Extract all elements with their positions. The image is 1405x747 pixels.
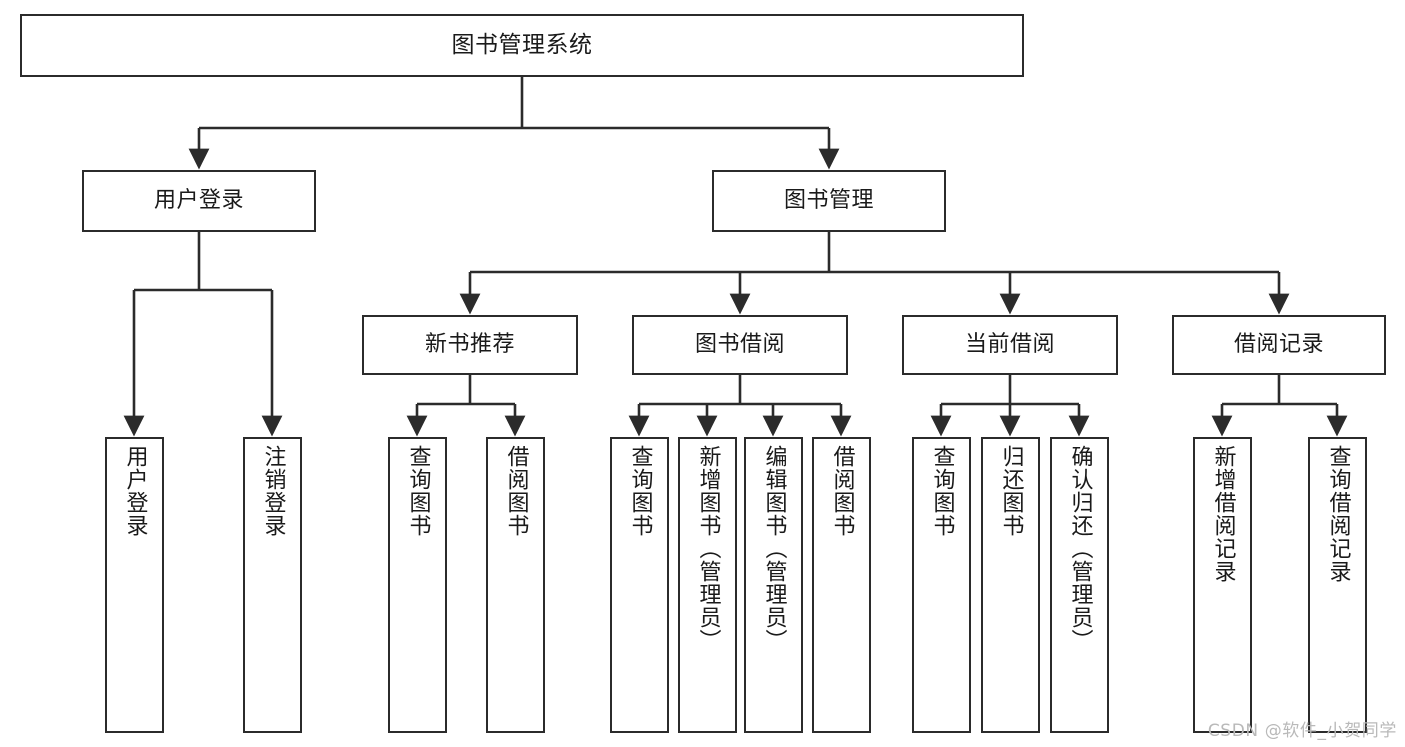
node-root[interactable]: 图书管理系统	[20, 14, 1024, 77]
node-leaf-borrow-book-1[interactable]: 借阅图书	[486, 437, 545, 733]
node-leaf-borrow-book-2-label: 借阅图书	[829, 445, 855, 537]
node-book-manage[interactable]: 图书管理	[712, 170, 946, 232]
node-current-borrow[interactable]: 当前借阅	[902, 315, 1118, 375]
node-leaf-logout-login-label: 注销登录	[260, 445, 286, 537]
node-leaf-query-book-2-label: 查询图书	[627, 445, 653, 537]
node-leaf-borrow-book-1-label: 借阅图书	[503, 445, 529, 537]
node-leaf-query-book-1[interactable]: 查询图书	[388, 437, 447, 733]
node-leaf-query-book-2[interactable]: 查询图书	[610, 437, 669, 733]
node-root-label: 图书管理系统	[451, 32, 593, 59]
node-leaf-add-book-label: 新增图书（管理员）	[695, 445, 721, 652]
node-user-login[interactable]: 用户登录	[82, 170, 316, 232]
node-borrow-record-label: 借阅记录	[1233, 332, 1324, 358]
node-leaf-query-book-1-label: 查询图书	[405, 445, 431, 537]
node-book-borrow-label: 图书借阅	[694, 332, 785, 358]
node-leaf-add-record[interactable]: 新增借阅记录	[1193, 437, 1252, 733]
node-leaf-add-book[interactable]: 新增图书（管理员）	[678, 437, 737, 733]
node-leaf-confirm-return[interactable]: 确认归还（管理员）	[1050, 437, 1109, 733]
node-current-borrow-label: 当前借阅	[964, 332, 1055, 358]
node-new-book-recommend-label: 新书推荐	[424, 332, 515, 358]
node-leaf-query-record[interactable]: 查询借阅记录	[1308, 437, 1367, 733]
node-leaf-return-book[interactable]: 归还图书	[981, 437, 1040, 733]
node-leaf-query-book-3-label: 查询图书	[929, 445, 955, 537]
node-borrow-record[interactable]: 借阅记录	[1172, 315, 1386, 375]
node-leaf-borrow-book-2[interactable]: 借阅图书	[812, 437, 871, 733]
node-leaf-user-login[interactable]: 用户登录	[105, 437, 164, 733]
node-leaf-query-record-label: 查询借阅记录	[1325, 445, 1351, 583]
node-book-manage-label: 图书管理	[783, 188, 874, 214]
node-leaf-edit-book[interactable]: 编辑图书（管理员）	[744, 437, 803, 733]
node-leaf-user-login-label: 用户登录	[122, 445, 148, 537]
node-book-borrow[interactable]: 图书借阅	[632, 315, 848, 375]
csdn-watermark: CSDN @软件_小贺同学	[1207, 721, 1397, 741]
node-leaf-confirm-return-label: 确认归还（管理员）	[1067, 445, 1093, 652]
node-leaf-edit-book-label: 编辑图书（管理员）	[761, 445, 787, 652]
node-leaf-return-book-label: 归还图书	[998, 445, 1024, 537]
node-new-book-recommend[interactable]: 新书推荐	[362, 315, 578, 375]
node-leaf-logout-login[interactable]: 注销登录	[243, 437, 302, 733]
node-user-login-label: 用户登录	[153, 188, 244, 214]
node-leaf-add-record-label: 新增借阅记录	[1210, 445, 1236, 583]
node-leaf-query-book-3[interactable]: 查询图书	[912, 437, 971, 733]
